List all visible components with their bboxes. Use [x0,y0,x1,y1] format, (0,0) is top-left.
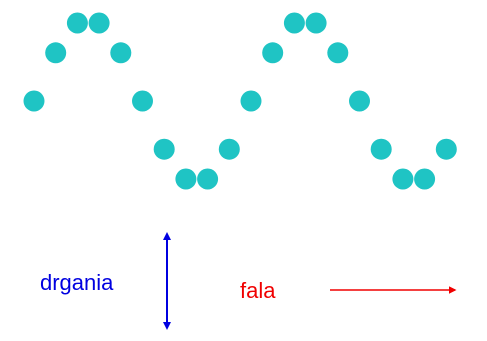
wave-particle [327,42,349,64]
wave-particle [23,90,45,112]
wave-particle [88,12,110,34]
wave-particle [197,168,219,190]
wave-particle [175,168,197,190]
wave-particle [240,90,262,112]
wave-particle [392,168,414,190]
wave-particle [414,168,436,190]
wave-particles [23,12,457,190]
wave-label: fala [240,278,276,303]
wave-particle [66,12,88,34]
wave-particle [153,138,175,160]
wave-particle [283,12,305,34]
wave-particle [435,138,457,160]
wave-particle [132,90,153,112]
wave-particle [45,42,67,64]
wave-particle [218,138,240,160]
wave-particle [110,42,132,64]
wave-particle [349,90,370,112]
wave-particle [305,12,327,34]
wave-particle [262,42,284,64]
oscillation-label: drgania [40,270,114,295]
wave-particle [370,138,392,160]
